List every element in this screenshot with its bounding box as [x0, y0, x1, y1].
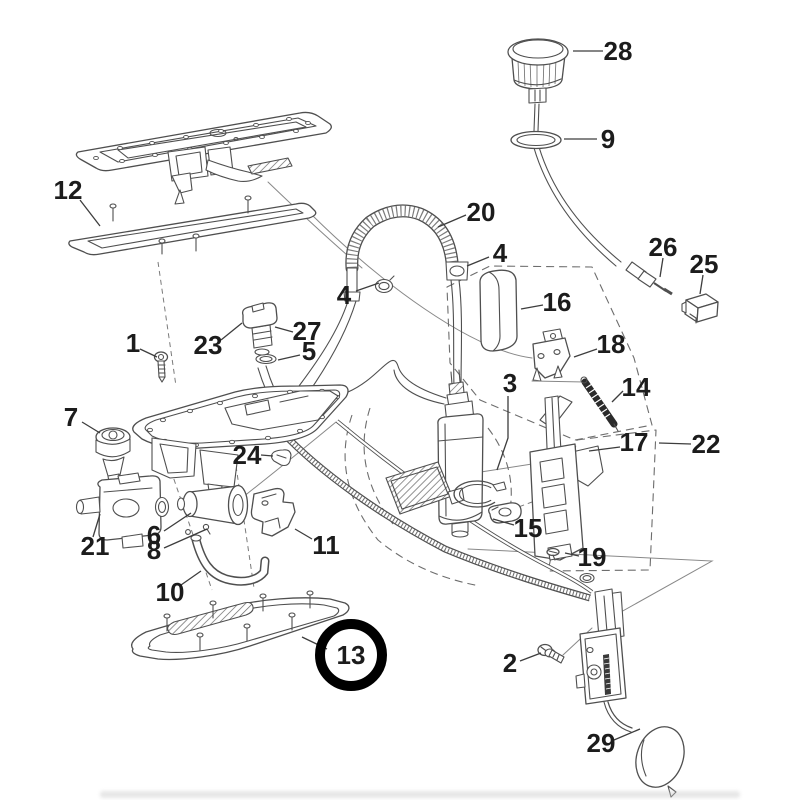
leader-line-29: [613, 728, 641, 741]
part-fuel-cap-28: [507, 38, 569, 132]
part-pump-wiring: [347, 359, 447, 405]
part-level-sender: [575, 572, 685, 798]
leader-line-8: [163, 528, 208, 549]
callout-label-26: 26: [649, 232, 678, 262]
leader-line-2: [519, 652, 542, 662]
leader-line-12: [79, 199, 101, 227]
callout-label-17: 17: [620, 427, 649, 457]
leader-line-21: [92, 513, 101, 538]
leader-line-18: [573, 348, 598, 358]
callout-label-2: 2: [503, 648, 517, 678]
leader-line-22: [658, 442, 692, 445]
callout-label-13: 13: [337, 640, 366, 670]
part-connector-25: [681, 293, 719, 324]
part-clip-ring-3: [453, 480, 507, 508]
part-seal-ring-9: [510, 130, 562, 150]
leader-line-23: [220, 322, 243, 341]
callout-label-25: 25: [690, 249, 719, 279]
callout-label-7: 7: [64, 402, 78, 432]
part-screw-1: [153, 351, 169, 383]
leader-line-10: [180, 570, 202, 586]
leader-line-1: [139, 348, 158, 358]
leader-line-7: [81, 421, 101, 434]
callout-label-9: 9: [601, 124, 615, 154]
leader-line-15: [492, 518, 515, 526]
part-clip-15: [488, 502, 522, 524]
part-hose-20: [298, 204, 469, 393]
leader-line-3: [496, 396, 509, 471]
leader-line-19: [564, 552, 580, 557]
callout-label-23: 23: [194, 330, 223, 360]
part-bracket-11: [250, 487, 296, 537]
callout-label-15: 15: [514, 513, 543, 543]
callout-label-3: 3: [503, 368, 517, 398]
part-filter-6: [176, 484, 249, 535]
callout-label-5: 5: [302, 336, 316, 366]
callout-label-28: 28: [604, 36, 633, 66]
leader-line-17: [588, 446, 621, 452]
part-strainer: [385, 461, 465, 515]
leader-line-11: [294, 528, 313, 540]
part-fitting-23-27-5: [241, 302, 285, 419]
leader-line-14: [611, 390, 624, 403]
callout-label-22: 22: [692, 429, 721, 459]
part-gasket-13: [131, 590, 350, 661]
leader-line-24: [260, 454, 274, 457]
highlight-circle-13: [315, 619, 387, 691]
callout-label-27: 27: [293, 316, 322, 346]
callout-label-24: 24: [233, 440, 262, 470]
callout-label-8: 8: [147, 535, 161, 565]
callout-label-10: 10: [156, 577, 185, 607]
part-harness-tube: [279, 419, 594, 602]
callout-label-20: 20: [467, 197, 496, 227]
part-fuel-pump: [437, 369, 484, 538]
part-canister-16: [479, 269, 518, 352]
part-spring-14: [580, 376, 619, 432]
cropped-text-strip: [100, 791, 740, 798]
part-top-cover: [75, 111, 332, 172]
callout-label-21: 21: [81, 531, 110, 561]
callout-label-14: 14: [622, 372, 651, 402]
callout-label-29: 29: [587, 728, 616, 758]
callout-label-19: 19: [578, 542, 607, 572]
leader-line-26: [659, 257, 664, 278]
part-screw-2: [537, 643, 565, 664]
leader-line-25: [699, 274, 704, 295]
part-breather-cable: [533, 146, 673, 296]
part-valve-21: [75, 472, 170, 549]
callout-label-4: 4: [337, 280, 352, 310]
callout-label-11: 11: [312, 530, 340, 560]
part-screw-19: [546, 547, 560, 561]
leader-line-5: [277, 354, 301, 361]
leader-line-4: [466, 256, 490, 267]
callout-label-1: 1: [126, 328, 140, 358]
part-bracket-18: [531, 328, 586, 383]
leader-line-4: [355, 282, 380, 292]
callout-label-18: 18: [597, 329, 626, 359]
leader-line-27: [274, 326, 294, 333]
callout-label-4: 4: [493, 238, 508, 268]
part-pipe-10: [185, 529, 270, 586]
leader-line-16: [520, 304, 544, 310]
leader-line-20: [437, 214, 467, 228]
callout-label-12: 12: [54, 175, 83, 205]
part-cover-bracket: [167, 146, 293, 205]
leader-line-6: [163, 512, 192, 532]
part-clip-24: [270, 449, 292, 467]
callout-label-6: 6: [147, 520, 161, 550]
callout-label-16: 16: [543, 287, 572, 317]
part-gasket-12: [68, 195, 317, 256]
